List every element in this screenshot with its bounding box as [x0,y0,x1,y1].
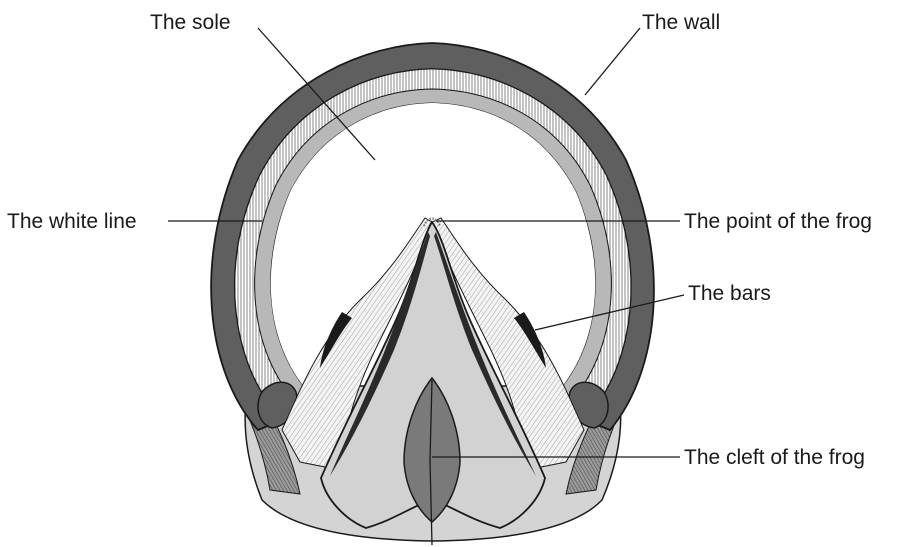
label-sole: The sole [150,11,231,34]
label-cleft-of-frog: The cleft of the frog [684,446,865,469]
wall-leader [585,28,640,95]
label-white-line: The white line [7,210,137,233]
label-bars: The bars [688,282,771,305]
label-wall: The wall [642,11,720,34]
label-point-of-frog: The point of the frog [684,210,872,233]
